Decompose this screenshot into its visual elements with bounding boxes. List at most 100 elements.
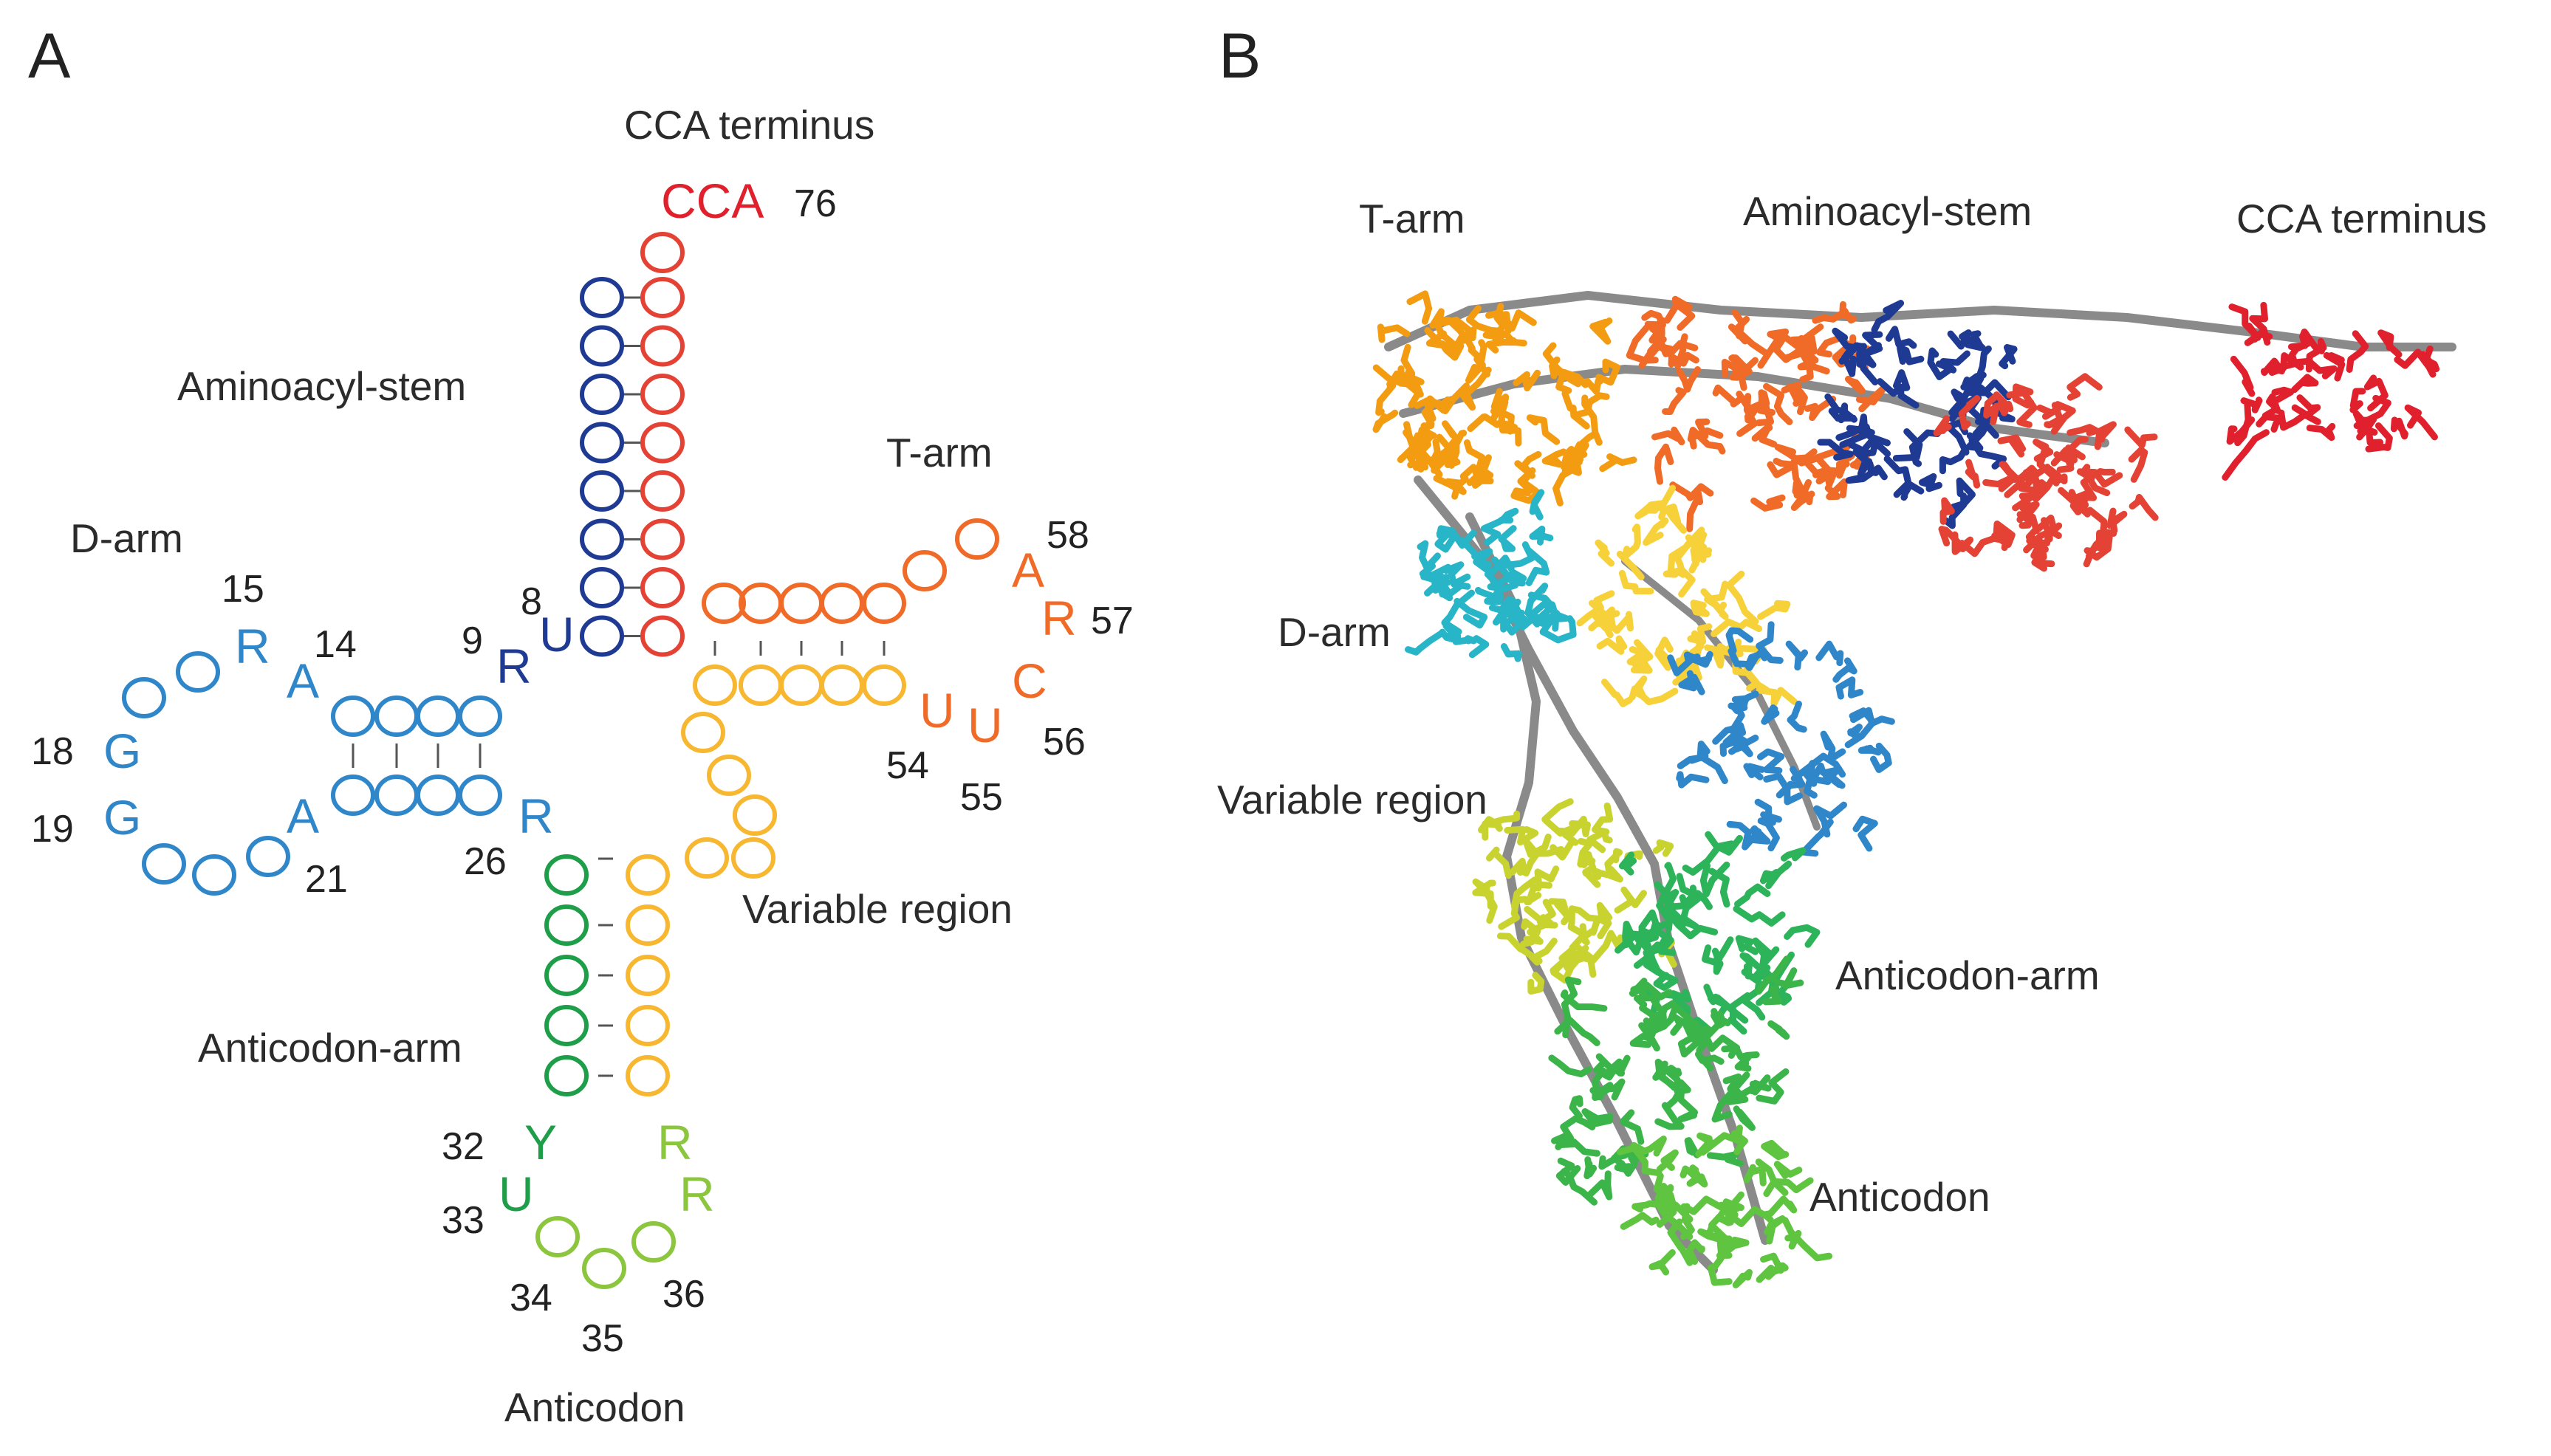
nucleotide-cluster-variable-core <box>1630 675 1648 701</box>
nucleotide-cluster-t-arm <box>1485 338 1527 354</box>
nucleotide-cluster-variable-core <box>1663 504 1688 534</box>
nucleotide-cluster-t-arm <box>1589 317 1613 345</box>
nucleotide-cluster-variable-core <box>1756 687 1798 707</box>
nucleotide-cluster-variable-region <box>1581 851 1601 888</box>
base-u8: U <box>539 607 575 662</box>
nucleotide-cluster-d-stem <box>1835 676 1864 700</box>
position-18: 18 <box>31 730 74 773</box>
nucleotide-cluster-variable-region <box>1491 810 1521 832</box>
nucleotide-cluster-acceptor-orange <box>1688 427 1724 450</box>
nucleotide-cluster-acceptor-orange <box>1751 423 1778 448</box>
nucleotide-cluster-variable-region <box>1527 972 1545 995</box>
nucleotide-cluster-anticodon-stem <box>1548 1054 1592 1078</box>
nucleotide-cluster-d-arm <box>1453 597 1488 629</box>
nucleotide-cluster-t-arm <box>1498 399 1522 447</box>
label-b-anticodon: Anticodon <box>1809 1174 1990 1220</box>
nucleotide-anticodon-stem-5p <box>544 1005 589 1046</box>
nucleotide-cluster-anticodon-stem <box>1749 1074 1772 1096</box>
nucleotide-cluster-variable-region <box>1504 825 1539 846</box>
nucleotide-cluster-variable-core <box>1618 569 1654 595</box>
base-u54: U <box>920 683 955 738</box>
nucleotide-cluster-d-stem <box>1726 820 1762 851</box>
nucleotide-cluster-anticodon-stem <box>1561 1000 1571 1039</box>
nucleotide-cluster-anticodon-stem <box>1672 1014 1711 1054</box>
nucleotide-cluster-acceptor-red <box>2030 538 2047 560</box>
nucleotide-cluster-acceptor-red <box>1982 474 2018 492</box>
nucleotide-cluster-variable-core <box>1596 635 1628 655</box>
nucleotide-cluster-variable-region <box>1589 930 1624 964</box>
nucleotide-cluster-acceptor-red <box>1993 391 2014 416</box>
nucleotide-cluster-acceptor-orange <box>1655 340 1699 357</box>
position-9: 9 <box>462 619 483 662</box>
nucleotide-cluster-acceptor-red <box>2058 487 2091 518</box>
nucleotide-cluster-cca <box>2230 355 2256 397</box>
nucleotide-cluster-acceptor-red <box>2006 389 2038 428</box>
nucleotide-cluster-anticodon <box>1680 1195 1738 1216</box>
nucleotide-cluster-d-arm <box>1465 635 1490 659</box>
nucleotide-cluster-d-arm <box>1505 571 1526 587</box>
nucleotide-cluster-d-arm <box>1442 561 1471 588</box>
nucleotide-cluster-anticodon-stem <box>1728 1085 1756 1105</box>
nucleotide-cluster-anticodon <box>1685 1239 1705 1266</box>
nucleotide-cluster-t-arm <box>1526 414 1561 445</box>
position-56: 56 <box>1043 721 1086 763</box>
nucleotide-cluster-d-stem <box>1832 657 1857 683</box>
nucleotide-cluster-d-stem <box>1756 748 1785 775</box>
nucleotide-cluster-d-stem <box>1800 818 1834 857</box>
nucleotide-cluster-anticodon <box>1762 1195 1798 1218</box>
nucleotide-cluster-anticodon-arm <box>1733 905 1786 927</box>
nucleotide-cluster-acceptor-red <box>2094 421 2117 450</box>
nucleotide-cluster-acceptor-orange <box>1676 366 1701 393</box>
nucleotide-cluster-variable-region <box>1614 886 1647 914</box>
nucleotide-cluster-t-arm <box>1407 438 1441 469</box>
nucleotide-cluster-anticodon-stem <box>1706 1151 1744 1167</box>
nucleotide-cluster-variable-region <box>1528 937 1558 966</box>
nucleotide-cluster-acceptor-blue <box>1897 344 1925 365</box>
label-variable-region: Variable region <box>742 886 1013 932</box>
nucleotide-cluster-acceptor-red <box>2050 447 2075 468</box>
nucleotide-cluster-variable-core <box>1595 539 1615 567</box>
nucleotide-anticodon-stem-5p <box>544 904 589 946</box>
cca-sequence: CCA <box>661 174 764 228</box>
base-pair-bonds <box>352 296 886 1077</box>
nucleotide-cluster-acceptor-blue <box>1883 456 1912 498</box>
nucleotide-cluster-anticodon-arm <box>1638 927 1661 955</box>
label-b-anticodon-arm: Anticodon-arm <box>1835 952 2100 998</box>
nucleotide-t-stem-3p <box>693 665 737 706</box>
nucleotide-cluster-cca <box>2240 396 2263 413</box>
nucleotide-cluster-acceptor-orange <box>1654 443 1674 485</box>
nucleotide-cluster-d-arm <box>1530 600 1561 623</box>
nucleotide-cluster-d-stem <box>1744 652 1760 671</box>
nucleotide-cluster-d-stem <box>1688 741 1711 764</box>
position-54: 54 <box>886 744 929 787</box>
nucleotide-cluster-t-arm <box>1421 395 1447 427</box>
nucleotide-cluster-acceptor-blue <box>1900 481 1925 501</box>
nucleotide-cluster-anticodon-stem <box>1762 986 1783 1006</box>
nucleotide-cluster-acceptor-orange <box>1774 444 1820 467</box>
nucleotide-acceptor-3p-top <box>640 232 685 273</box>
nucleotide-cluster-anticodon-arm <box>1728 992 1751 1035</box>
nucleotide-cluster-variable-region <box>1652 839 1674 857</box>
nucleotide-d-stem-3p <box>374 775 419 816</box>
nucleotide-cluster-cca <box>2278 404 2309 431</box>
nucleotide-cluster-variable-region <box>1569 815 1591 838</box>
nucleotide-cluster-acceptor-orange <box>1729 354 1747 391</box>
nucleotide-cluster-d-stem <box>1820 730 1846 763</box>
position-32: 32 <box>442 1125 484 1168</box>
nucleotide-cluster-d-arm <box>1529 525 1554 546</box>
nucleotide-d-stem-5p <box>416 696 460 737</box>
base-u55: U <box>968 698 1003 752</box>
nucleotide-cluster-anticodon-arm <box>1663 862 1677 898</box>
nucleotide-cluster-variable-core <box>1711 643 1739 669</box>
nucleotide-d-loop <box>142 843 186 885</box>
base-r26: R <box>518 789 554 843</box>
nucleotide-cluster-acceptor-red <box>2016 464 2041 493</box>
nucleotide-cluster-acceptor-blue <box>1871 300 1905 334</box>
nucleotide-cluster-acceptor-orange <box>1643 323 1665 364</box>
nucleotide-cluster-anticodon-arm <box>1735 935 1759 955</box>
nucleotide-cluster-acceptor-red <box>2075 478 2098 512</box>
nucleotide-cluster-t-arm <box>1583 377 1604 395</box>
nucleotide-cluster-anticodon-stem <box>1654 1102 1685 1130</box>
nucleotide-cluster-d-stem <box>1763 772 1803 806</box>
nucleotide-cluster-anticodon-stem <box>1694 1051 1725 1072</box>
